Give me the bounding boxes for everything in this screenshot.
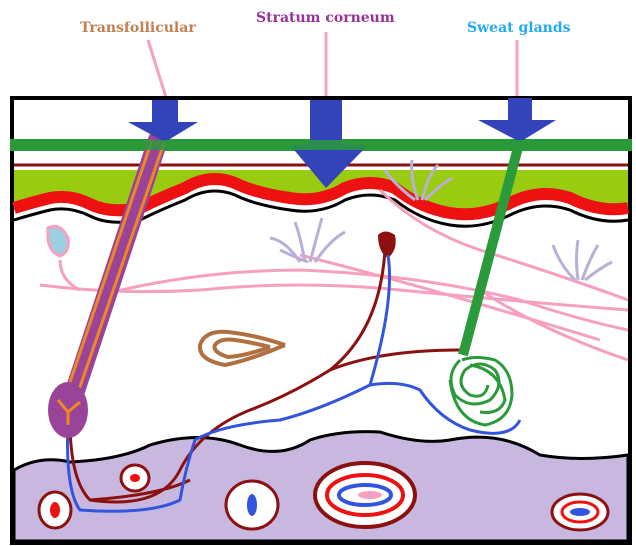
arrow-band-overlay (10, 140, 632, 150)
stratum-corneum-label: Stratum corneum (256, 10, 395, 26)
sweat-glands-label: Sweat glands (467, 20, 571, 36)
transfollicular-label: Transfollicular (80, 20, 196, 36)
